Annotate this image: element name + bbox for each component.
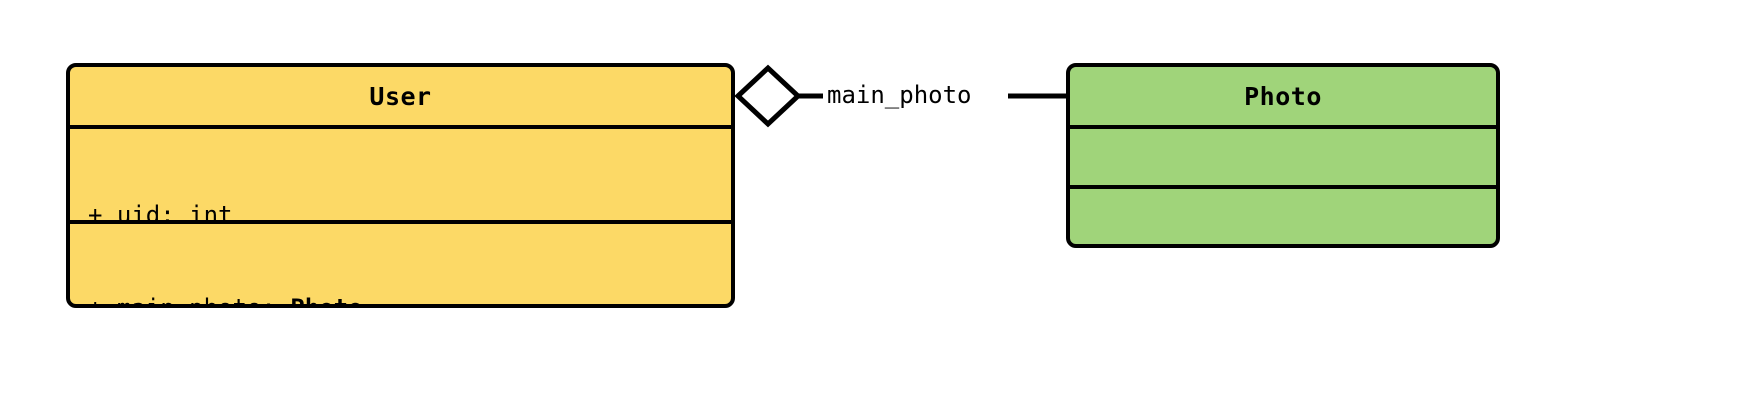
class-name-user: User — [369, 81, 432, 111]
attribute-main-photo: + main_photo: Photo — [88, 293, 713, 308]
attribute-main-photo-type: Photo — [290, 293, 363, 308]
aggregation-diamond-icon — [734, 64, 802, 128]
method-list-user: + __init__(uid, main_photo): None — [70, 224, 731, 304]
attributes-compartment-user: + uid: int + main_photo: Photo — [70, 125, 731, 304]
association-label-main-photo: main_photo — [823, 81, 976, 109]
attribute-list-user: + uid: int + main_photo: Photo — [70, 129, 731, 308]
methods-compartment-photo — [1070, 185, 1496, 244]
attribute-main-photo-prefix: + main_photo: — [88, 293, 291, 308]
method-init: + __init__(uid, main_photo): None — [88, 303, 713, 304]
attributes-compartment-photo — [1070, 125, 1496, 185]
class-box-photo[interactable]: Photo — [1066, 63, 1500, 248]
class-box-user[interactable]: User + uid: int + main_photo: Photo + __… — [66, 63, 735, 308]
class-name-photo: Photo — [1244, 81, 1322, 111]
methods-compartment-user: + __init__(uid, main_photo): None — [70, 220, 731, 304]
